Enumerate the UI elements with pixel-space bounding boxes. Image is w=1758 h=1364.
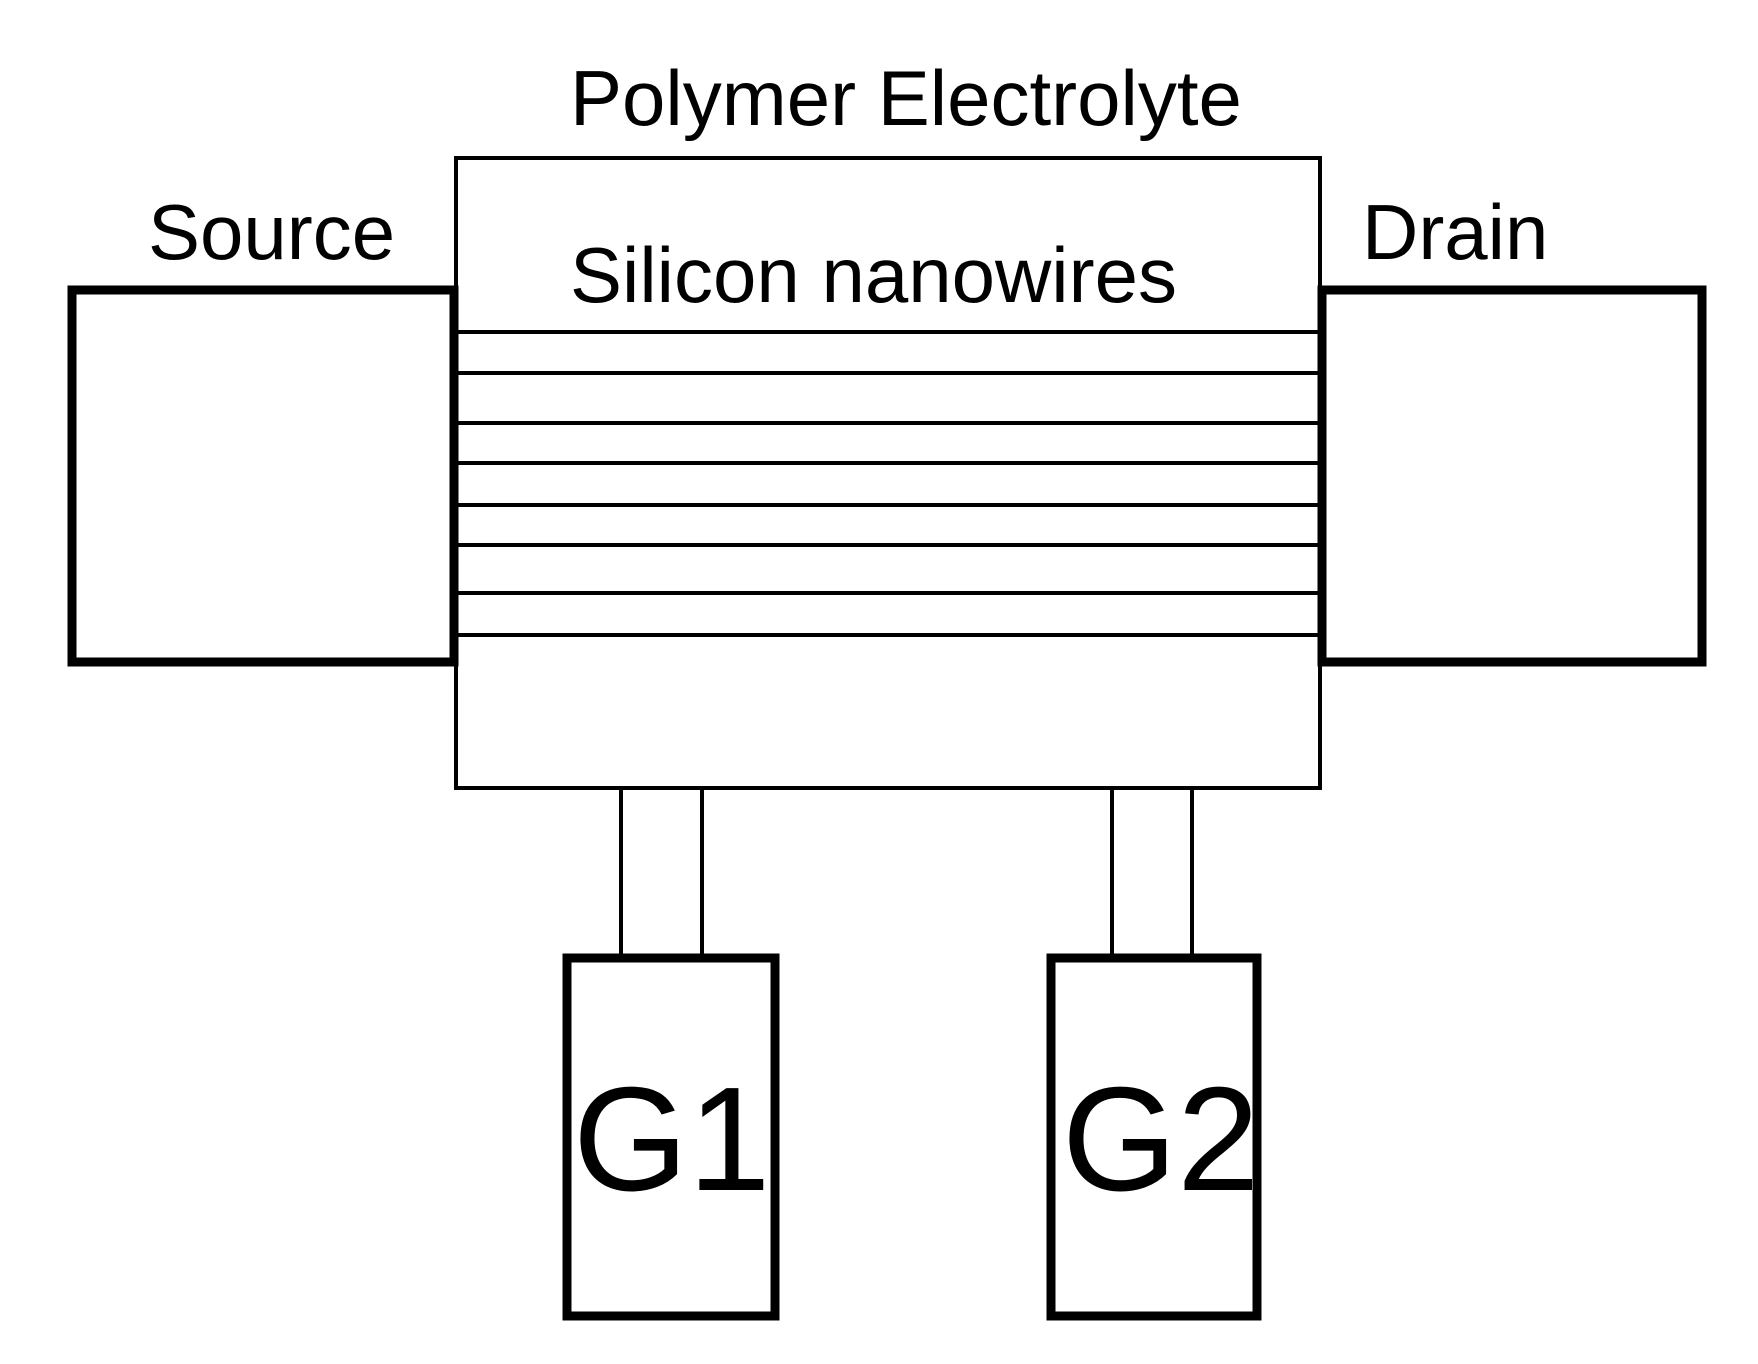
nanowire <box>454 591 1322 637</box>
nanowires-label: Silicon nanowires <box>570 231 1177 319</box>
drain-label: Drain <box>1362 188 1548 276</box>
drain-electrode <box>1317 285 1707 667</box>
source-electrode <box>67 285 459 667</box>
nanowire <box>454 330 1322 375</box>
gate1-electrode <box>562 953 780 1321</box>
gate2-label: G2 <box>1062 1057 1259 1222</box>
gate1-label: G1 <box>573 1057 770 1222</box>
gate2-electrode <box>1046 953 1262 1321</box>
electrolyte-label: Polymer Electrolyte <box>570 54 1242 142</box>
gate2-connector <box>1110 786 1194 957</box>
nanowire <box>454 421 1322 465</box>
nanowire <box>454 503 1322 547</box>
nanowire-group <box>454 330 1322 637</box>
source-label: Source <box>148 188 395 276</box>
gate1-connector <box>619 786 704 957</box>
